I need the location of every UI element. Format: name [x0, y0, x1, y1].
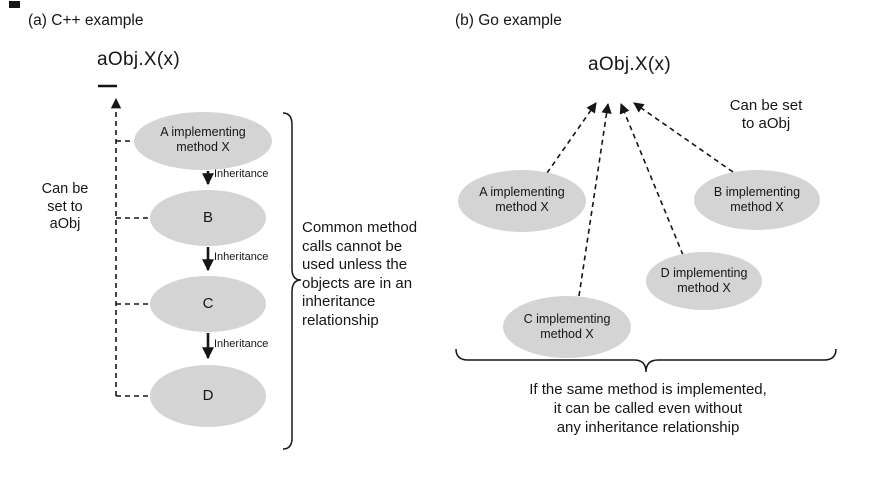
inheritance-label-ab: Inheritance: [214, 168, 269, 180]
node-label-a-go: A implementing method X: [479, 185, 565, 214]
inheritance-label-bc: Inheritance: [214, 251, 269, 263]
panel-a-title: (a) C++ example: [28, 12, 144, 29]
node-label-c-go: C implementing method X: [523, 312, 611, 341]
panel-b-title: (b) Go example: [455, 12, 562, 29]
ellipse-d-cpp: [150, 365, 266, 427]
node-label-a-cpp: A implementing method X: [160, 125, 246, 154]
node-label-d-go: D implementing method X: [660, 266, 748, 295]
node-label-b-go: B implementing method X: [713, 185, 801, 214]
corner-mark: [9, 1, 20, 8]
node-label-d-cpp: D: [202, 386, 214, 404]
brace-cpp: [282, 112, 302, 450]
dashed-arrow-b-go: [633, 102, 734, 173]
node-label-c-cpp: C: [202, 294, 214, 312]
panel-b-note: If the same method is implemented, it ca…: [529, 381, 767, 436]
panel-b-can-be-set-label: Can be set to aObj: [729, 97, 803, 133]
panel-a-call: aObj.X(x): [97, 49, 180, 70]
ellipse-b-go: [694, 170, 820, 230]
inheritance-label-cd: Inheritance: [214, 338, 269, 350]
panel-a-note: Common method calls cannot be used unles…: [302, 219, 418, 329]
brace-go: [455, 348, 837, 373]
panel-a-can-be-set-label: Can be set to aObj: [41, 181, 89, 233]
ellipse-a-go: [458, 170, 586, 232]
dashed-arrow-a-go: [546, 102, 597, 174]
ellipse-c-cpp: [150, 276, 266, 332]
node-label-b-cpp: B: [202, 208, 214, 226]
ellipse-a-cpp: [134, 112, 272, 170]
dashed-arrow-d-go: [619, 103, 684, 256]
panel-b-call: aObj.X(x): [588, 54, 671, 75]
ellipse-b-cpp: [150, 190, 266, 246]
ellipse-d-go: [646, 252, 762, 310]
ellipse-c-go: [503, 296, 631, 358]
